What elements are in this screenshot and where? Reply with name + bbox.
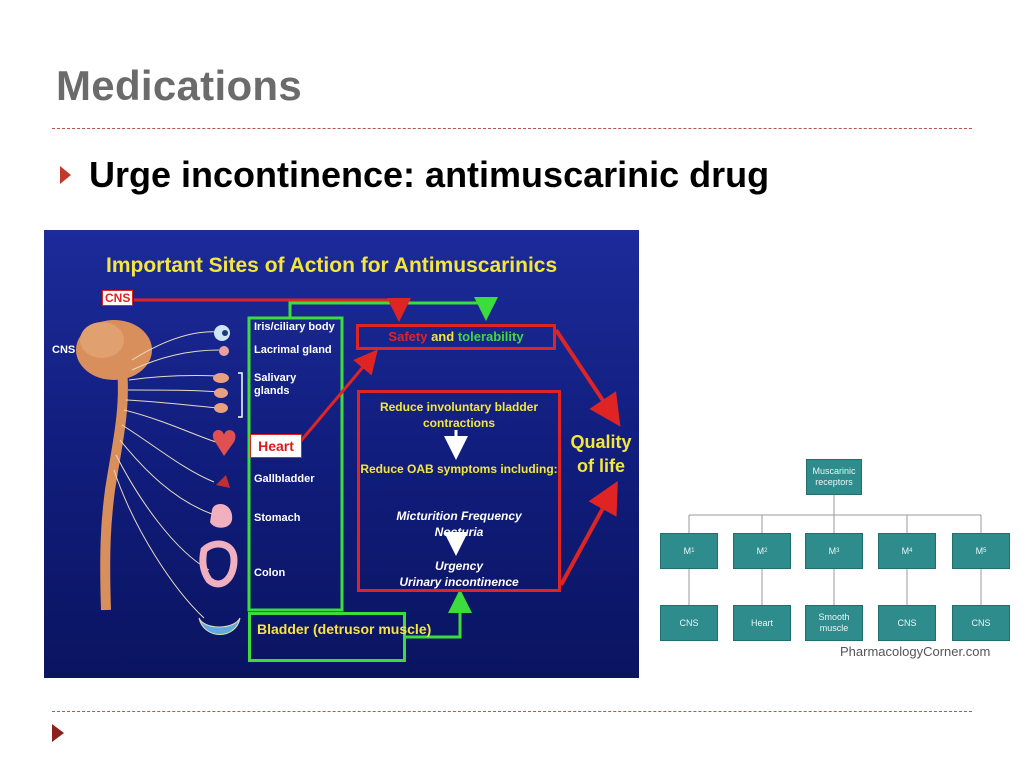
organ-iris: Iris/ciliary body	[254, 321, 335, 333]
lacrimal-gland-icon	[219, 346, 229, 356]
tree-lines	[688, 495, 982, 605]
symptom-incontinence: Urinary incontinence	[399, 575, 519, 589]
organ-gallbladder: Gallbladder	[254, 473, 315, 485]
organ-salivary: Salivary glands	[254, 372, 297, 397]
symptom-nocturia: Nocturia	[434, 525, 484, 539]
target-cns-4: CNS	[878, 605, 936, 641]
bladder-box: Bladder (detrusor muscle)	[248, 612, 431, 662]
cns-side-label: CNS	[52, 344, 76, 356]
footer-divider	[52, 711, 972, 712]
bullet-arrow-icon	[60, 166, 71, 184]
safety-word: Safety	[388, 329, 428, 344]
bullet-text: Urge incontinence: antimuscarinic drug	[89, 154, 770, 195]
quality-of-life: Quality of life	[570, 432, 632, 476]
bullet-item: Urge incontinence: antimuscarinic drug	[60, 154, 769, 196]
and-word: and	[431, 329, 455, 344]
salivary-gland-icon	[213, 373, 229, 383]
footer-arrow-icon	[52, 724, 64, 742]
symptom-urgency: Urgency	[434, 559, 484, 573]
diagram-graphics	[76, 297, 621, 639]
tolerability-word: tolerability	[457, 329, 524, 344]
slide-title: Medications	[56, 62, 303, 109]
heart-icon	[212, 429, 236, 456]
safety-box: Safety and tolerability	[356, 324, 556, 350]
diagram-title: Important Sites of Action for Antimuscar…	[106, 254, 558, 277]
colon-icon	[199, 540, 238, 588]
title-divider	[52, 128, 972, 129]
target-cns-5: CNS	[952, 605, 1010, 641]
target-smooth-muscle: Smooth muscle	[805, 605, 863, 641]
bladder-icon	[198, 617, 241, 635]
gallbladder-icon	[216, 475, 230, 488]
antimuscarinic-diagram: Important Sites of Action for Antimuscar…	[44, 230, 639, 678]
organ-heart: Heart	[250, 434, 302, 458]
organ-lacrimal: Lacrimal gland	[254, 344, 332, 356]
root-node: Muscarinic receptors	[806, 459, 862, 495]
organ-colon: Colon	[254, 567, 286, 579]
nerve-lines	[113, 331, 220, 619]
reduce-oab: Reduce OAB symptoms including:	[360, 462, 558, 476]
organ-stomach: Stomach	[254, 512, 301, 524]
effects-box: Reduce involuntary bladder contractions …	[357, 390, 561, 592]
brain-icon	[76, 320, 152, 611]
target-cns-1: CNS	[660, 605, 718, 641]
symptom-frequency: Micturition Frequency	[396, 509, 522, 523]
reduce-contractions: Reduce involuntary bladder contractions	[379, 400, 539, 430]
stomach-icon	[210, 504, 233, 528]
cns-tag: CNS	[102, 290, 134, 306]
source-credit: PharmacologyCorner.com	[840, 644, 991, 659]
target-heart: Heart	[733, 605, 791, 641]
organ-list-box	[247, 316, 344, 612]
